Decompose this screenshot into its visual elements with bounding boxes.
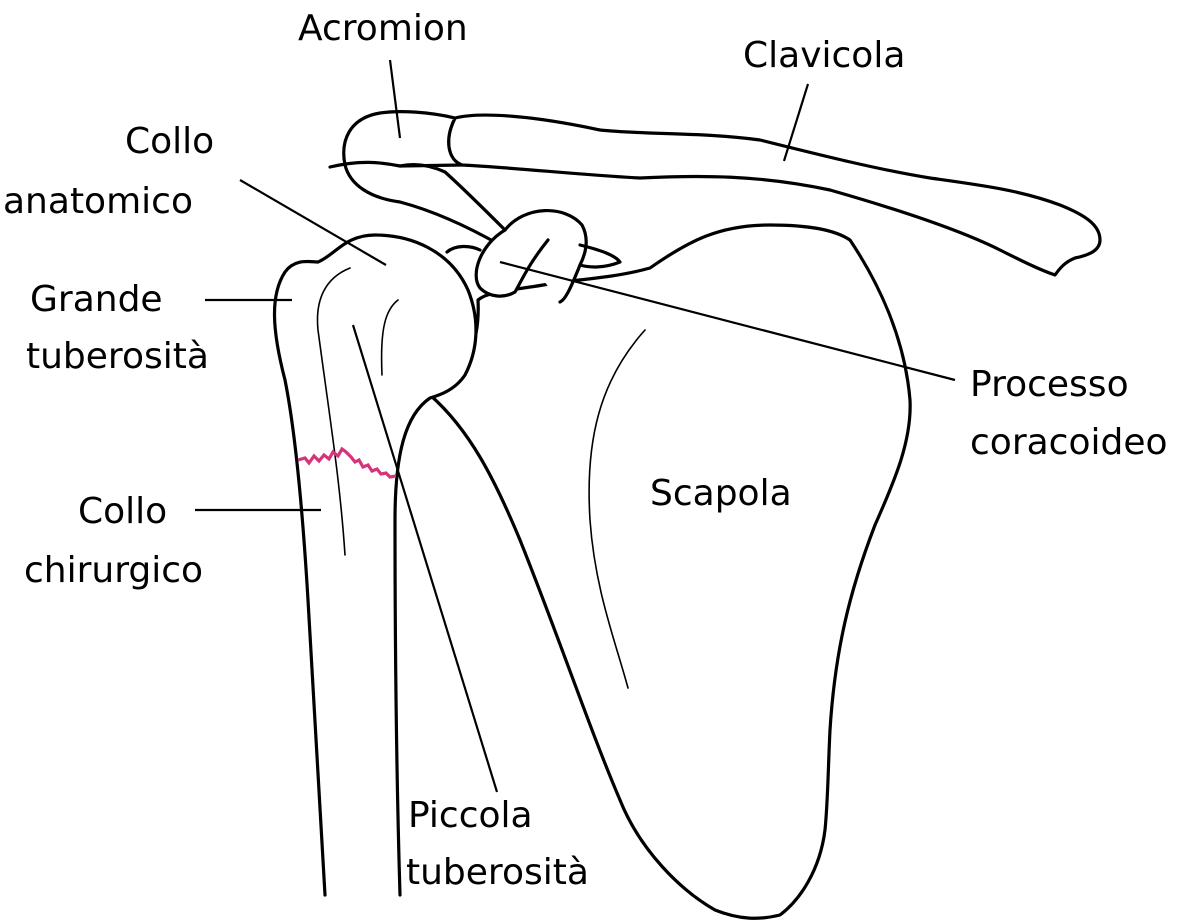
- label-grande-tuberosita-line1: Grande: [30, 279, 163, 320]
- label-collo-anatomico-line2: anatomico: [3, 181, 193, 222]
- label-clavicola: Clavicola: [743, 35, 905, 76]
- coracoid-process: [445, 209, 622, 304]
- label-processo-coracoideo-line2: coracoideo: [970, 422, 1168, 463]
- label-piccola-tuberosita-line2: tuberosità: [406, 852, 589, 893]
- coracoid-outline: [474, 209, 588, 304]
- label-processo-coracoideo-line1: Processo: [970, 364, 1129, 405]
- label-grande-tuberosita-line2: tuberosità: [26, 336, 209, 377]
- leader-acromion: [388, 59, 402, 139]
- glenoid-rim: [445, 244, 482, 254]
- scapula-outline: [428, 223, 912, 920]
- humeral-head-inner-arc: [380, 299, 399, 376]
- leader-clavicola: [782, 83, 810, 162]
- label-collo-chirurgico-line1: Collo: [78, 491, 167, 532]
- acromion-lower-edge: [328, 160, 402, 169]
- scapula: [428, 223, 912, 920]
- leader-collo-anatomico: [239, 179, 387, 266]
- acromion: [328, 110, 507, 247]
- leader-piccola-tuberosita: [351, 324, 499, 793]
- label-collo-anatomico-line1: Collo: [125, 121, 214, 162]
- label-collo-chirurgico-line2: chirurgico: [24, 550, 203, 591]
- acromion-outline: [342, 110, 507, 247]
- humerus-outline: [272, 233, 478, 897]
- humerus-shaft-inner-line: [316, 267, 351, 556]
- clavicle: [447, 113, 1102, 277]
- leader-lines: [195, 59, 956, 793]
- clavicle-outline: [447, 113, 1102, 277]
- label-scapola: Scapola: [650, 473, 792, 514]
- labels: Acromion Clavicola Collo anatomico Grand…: [3, 8, 1168, 893]
- humerus: [272, 233, 478, 897]
- label-piccola-tuberosita-line1: Piccola: [408, 795, 533, 836]
- coracoid-base-edge: [578, 243, 622, 269]
- leader-processo-coracoideo: [499, 260, 956, 382]
- label-acromion: Acromion: [298, 8, 468, 49]
- scapula-lateral-border-line: [588, 329, 646, 689]
- fracture-line: [297, 446, 397, 479]
